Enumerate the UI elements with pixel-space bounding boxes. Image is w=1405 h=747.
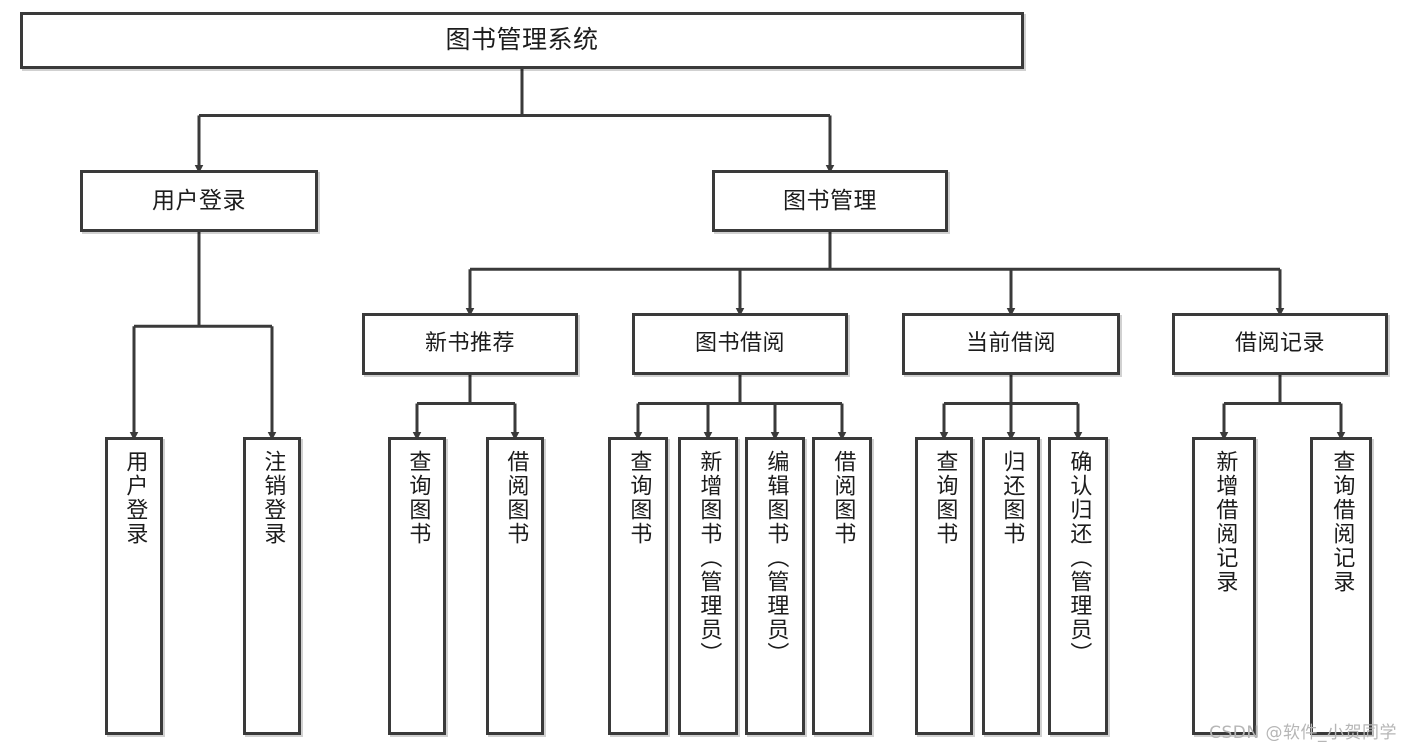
node-leaf-confirm-return[interactable]: 确认归还（管理员） [1048,437,1108,735]
node-borrow-record[interactable]: 借阅记录 [1172,313,1388,375]
node-leaf-add-record[interactable]: 新增借阅记录 [1192,437,1256,735]
node-label: 图书借阅 [694,331,785,357]
node-user-login[interactable]: 用户登录 [80,170,318,232]
node-new-book-recommend[interactable]: 新书推荐 [362,313,578,375]
node-label: 新增借阅记录 [1212,450,1238,594]
node-leaf-user-login[interactable]: 用户登录 [105,437,163,735]
node-label: 查询借阅记录 [1329,450,1355,594]
node-label: 归还图书 [999,450,1025,546]
node-root[interactable]: 图书管理系统 [20,12,1024,69]
node-leaf-borrow-book-1[interactable]: 借阅图书 [486,437,544,735]
node-leaf-borrow-book-2[interactable]: 借阅图书 [812,437,872,735]
node-leaf-add-book[interactable]: 新增图书（管理员） [678,437,738,735]
node-current-borrow[interactable]: 当前借阅 [902,313,1120,375]
node-label: 图书管理系统 [445,25,599,55]
node-label: 用户登录 [152,187,246,214]
node-label: 新书推荐 [424,331,515,357]
node-label: 借阅图书 [830,450,856,546]
node-label: 注销登录 [260,450,286,546]
node-label: 查询图书 [626,450,652,546]
node-label: 查询图书 [932,450,958,546]
node-book-borrow[interactable]: 图书借阅 [632,313,848,375]
watermark-text: CSDN @软件_小贺同学 [1209,723,1397,743]
node-leaf-edit-book[interactable]: 编辑图书（管理员） [745,437,805,735]
node-leaf-query-book-3[interactable]: 查询图书 [915,437,973,735]
node-label: 编辑图书（管理员） [763,450,789,666]
node-label: 查询图书 [405,450,431,546]
node-leaf-query-book-2[interactable]: 查询图书 [608,437,668,735]
node-leaf-query-book-1[interactable]: 查询图书 [388,437,446,735]
node-leaf-user-logout[interactable]: 注销登录 [243,437,301,735]
node-label: 当前借阅 [965,331,1056,357]
node-label: 图书管理 [783,187,877,214]
node-label: 确认归还（管理员） [1066,450,1092,666]
node-label: 借阅记录 [1234,331,1325,357]
node-label: 用户登录 [122,450,148,546]
node-label: 新增图书（管理员） [696,450,722,666]
node-label: 借阅图书 [503,450,529,546]
node-leaf-return-book[interactable]: 归还图书 [982,437,1040,735]
node-book-manage[interactable]: 图书管理 [712,170,948,232]
node-leaf-query-record[interactable]: 查询借阅记录 [1310,437,1372,735]
